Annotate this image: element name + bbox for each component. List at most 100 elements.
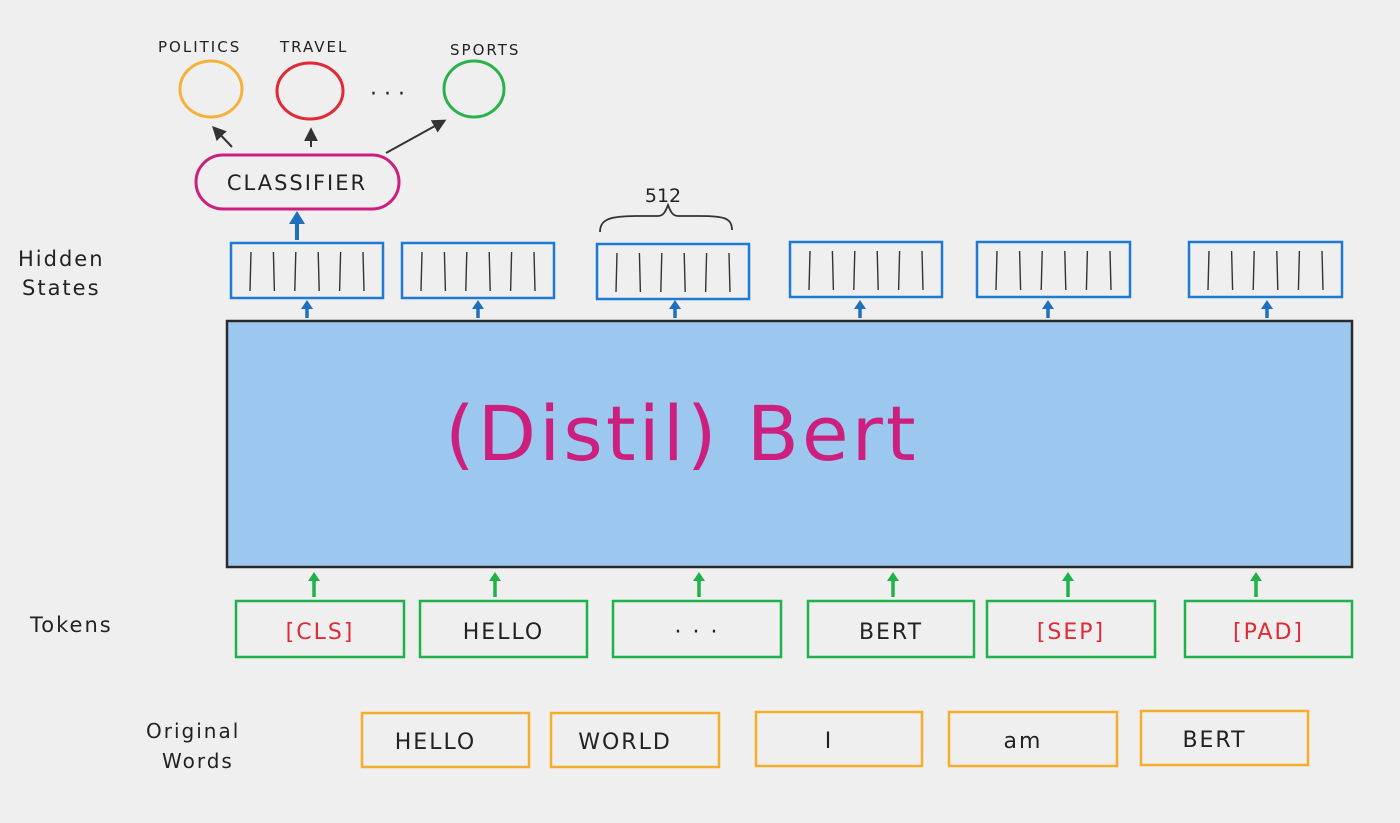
hidden-unit-line: [808, 250, 811, 291]
model-to-hidden-arrows: [301, 300, 1273, 318]
token-box: BERT: [806, 599, 976, 659]
hidden-states-row: [229, 240, 1344, 301]
hidden-unit-line: [488, 251, 491, 292]
classifier-box: [194, 153, 401, 211]
hidden-unit-line: [921, 250, 924, 291]
up-arrow-blue: [301, 300, 313, 318]
hidden-state-box: [229, 241, 385, 300]
token-text: [PAD]: [1233, 620, 1304, 645]
class-circle-travel: [275, 61, 345, 121]
arrow-classifier-to-politics: [212, 125, 233, 148]
arrow-hidden-to-classifier: [289, 211, 305, 240]
hidden-unit-line: [1230, 250, 1234, 291]
up-arrow-blue: [854, 300, 866, 318]
up-arrow-green: [489, 572, 501, 597]
model-box: [225, 319, 1354, 569]
hidden-unit-line: [660, 252, 663, 293]
token-box: [SEP]: [985, 599, 1157, 659]
hidden-unit-line: [338, 251, 342, 292]
original-words-label-line2: Words: [162, 749, 234, 773]
hidden-unit-line: [1040, 250, 1043, 291]
hidden-unit-line: [704, 252, 708, 293]
up-arrow-green: [1250, 572, 1262, 597]
hidden-unit-line: [1321, 250, 1324, 291]
classifier-label: CLASSIFIER: [227, 171, 367, 195]
up-arrow-blue: [1261, 300, 1273, 318]
token-text: BERT: [859, 620, 923, 645]
hidden-state-box: [595, 242, 751, 301]
class-ellipsis: · · ·: [370, 82, 405, 107]
class-circle-sports: [442, 59, 506, 119]
hidden-unit-line: [1018, 250, 1022, 291]
original-word-text: BERT: [1182, 728, 1246, 753]
token-box: [CLS]: [234, 599, 406, 659]
original-word-box: BERT: [1139, 709, 1310, 767]
hidden-states-label-line2: States: [22, 276, 101, 300]
hidden-unit-line: [1064, 250, 1067, 291]
hidden-unit-line: [362, 251, 365, 292]
hidden-unit-line: [897, 250, 901, 291]
up-arrow-blue: [669, 300, 681, 318]
token-text: [SEP]: [1037, 620, 1105, 645]
hidden-states-label-line1: Hidden: [18, 247, 105, 271]
class-circle-politics: [178, 59, 244, 119]
hidden-unit-line: [509, 251, 513, 292]
hidden-unit-line: [831, 250, 835, 291]
up-arrow-blue: [1042, 300, 1054, 318]
up-arrow-green: [887, 572, 899, 597]
hidden-unit-line: [638, 252, 642, 293]
hidden-unit-line: [465, 251, 468, 292]
hidden-unit-line: [615, 252, 618, 293]
up-arrow-green: [1062, 572, 1074, 597]
token-box: [PAD]: [1183, 599, 1354, 659]
original-words-label-line1: Original: [146, 719, 240, 743]
hidden-unit-line: [317, 251, 320, 292]
hidden-unit-line: [1252, 250, 1255, 291]
class-label-travel: TRAVEL: [279, 38, 348, 56]
original-word-box: am: [947, 710, 1119, 768]
hidden-unit-line: [1085, 250, 1089, 291]
up-arrow-green: [308, 572, 320, 597]
class-label-sports: SPORTS: [450, 41, 520, 59]
original-word-box: I: [754, 710, 924, 768]
hidden-unit-line: [443, 251, 447, 292]
hidden-unit-line: [1297, 250, 1301, 291]
hidden-state-box: [1187, 240, 1344, 299]
token-box: HELLO: [418, 599, 589, 659]
token-to-model-arrows: [308, 572, 1262, 597]
hidden-unit-line: [533, 251, 536, 292]
original-word-text: HELLO: [395, 730, 477, 755]
hidden-unit-line: [1276, 250, 1279, 291]
tokens-row: [CLS] HELLO · · · BERT [SEP] [PAD]: [234, 599, 1354, 659]
dimension-label: 512: [645, 185, 681, 207]
token-text: [CLS]: [286, 620, 355, 645]
hidden-state-box: [788, 240, 944, 299]
hidden-state-box: [400, 241, 556, 300]
hidden-unit-line: [272, 251, 276, 292]
class-label-politics: POLITICS: [158, 38, 241, 56]
original-word-box: HELLO: [360, 711, 531, 769]
token-text: · · ·: [675, 620, 720, 645]
dimension-brace: [599, 202, 733, 233]
original-word-box: WORLD: [549, 711, 721, 769]
hidden-unit-line: [294, 251, 297, 292]
arrow-classifier-to-sports: [385, 119, 447, 154]
hidden-unit-line: [728, 252, 731, 293]
hidden-unit-line: [683, 252, 686, 293]
model-label: (Distil) Bert: [445, 389, 919, 478]
hidden-state-box: [975, 240, 1132, 299]
tokens-label: Tokens: [29, 613, 113, 637]
hidden-unit-line: [1109, 250, 1112, 291]
hidden-unit-line: [1207, 250, 1210, 291]
class-outputs: POLITICS TRAVEL · · · SPORTS: [158, 38, 520, 121]
hidden-unit-line: [420, 251, 423, 292]
up-arrow-green: [693, 572, 705, 597]
hidden-unit-line: [876, 250, 879, 291]
token-text: HELLO: [463, 620, 545, 645]
hidden-unit-line: [853, 250, 856, 291]
original-word-text: WORLD: [578, 730, 672, 755]
hidden-unit-line: [995, 250, 998, 291]
